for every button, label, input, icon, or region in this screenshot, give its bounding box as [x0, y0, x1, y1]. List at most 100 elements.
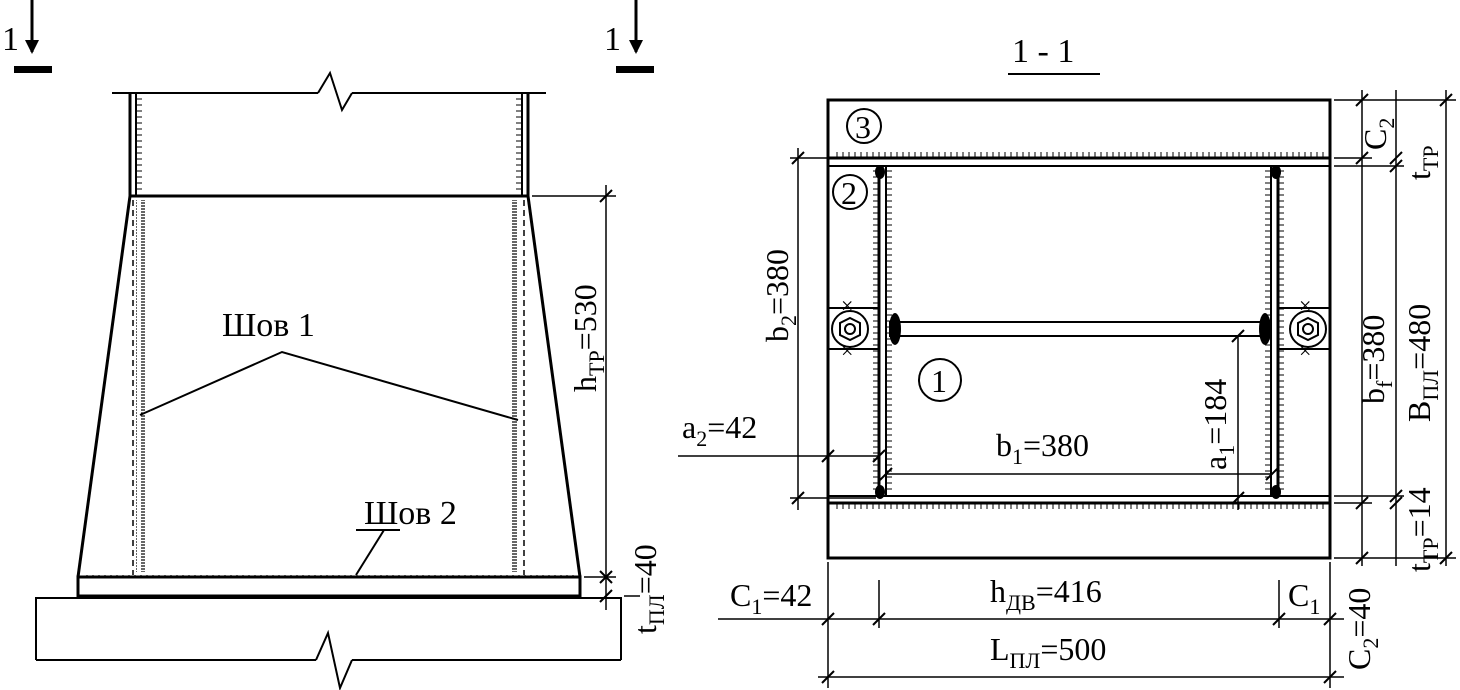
svg-text:bf=380: bf=380	[1355, 315, 1397, 404]
svg-text:C1=42: C1=42	[730, 577, 812, 619]
svg-text:tТР=14: tТР=14	[1401, 487, 1443, 572]
dim-b2: b2=380	[759, 148, 876, 510]
dim-bf-value: =380	[1355, 315, 1391, 381]
dim-L-pl-symbol: L	[990, 631, 1010, 667]
dim-L-pl-value: =500	[1040, 631, 1106, 667]
dim-h-tr: hТР=530	[532, 185, 616, 610]
dim-h-tr-symbol: h	[567, 376, 603, 392]
dim-c1-left-symbol: C	[730, 577, 751, 613]
dim-a1-value: =184	[1197, 379, 1233, 445]
section-mark-left-label: 1	[2, 21, 19, 58]
dim-a2-sub: 2	[696, 426, 707, 451]
elevation-view: 1	[2, 0, 669, 690]
svg-text:3: 3	[855, 109, 871, 145]
item-marker-3: 3	[846, 108, 882, 145]
dim-B-pl-value: =480	[1401, 304, 1437, 370]
dim-L-pl-sub: ПЛ	[1010, 648, 1041, 673]
dim-h-dv-symbol: h	[990, 573, 1006, 609]
dim-c1-left-value: =42	[762, 577, 812, 613]
dim-t-pl-value: =40	[627, 544, 663, 594]
dim-a1-sub: 1	[1214, 445, 1239, 456]
svg-text:LПЛ=500: LПЛ=500	[990, 631, 1106, 673]
svg-text:BПЛ=480: BПЛ=480	[1401, 304, 1443, 422]
dim-bottom-chain: C1=42 hДВ=416 C1 LПЛ=500	[718, 562, 1344, 688]
dim-c2-bot-value: =40	[1341, 588, 1377, 638]
dim-right-chain: C2 tТР bf=380 BПЛ=480 tТР=14 C2=40	[1334, 90, 1456, 670]
svg-text:×: ×	[841, 338, 853, 363]
dim-c2-bot-symbol: C	[1341, 649, 1377, 670]
dim-B-pl-sub: ПЛ	[1418, 370, 1443, 401]
svg-text:×: ×	[1299, 293, 1311, 318]
dim-c2-top-sub: 2	[1374, 118, 1399, 129]
dim-B-pl-symbol: B	[1401, 401, 1437, 422]
dim-t-tr-bot-value: =14	[1401, 487, 1437, 537]
dim-a1-symbol: a	[1197, 456, 1233, 470]
column-shaft	[112, 70, 546, 198]
dim-bf-symbol: b	[1355, 388, 1391, 404]
svg-text:C1: C1	[1288, 577, 1320, 619]
dim-c1-right-symbol: C	[1288, 577, 1309, 613]
dim-c1-left-sub: 1	[751, 594, 762, 619]
rib-plates	[828, 307, 1330, 350]
dim-b2-symbol: b	[759, 326, 795, 342]
traverse	[76, 195, 582, 579]
dim-b1-value: =380	[1023, 427, 1089, 463]
dim-a2-value: =42	[707, 409, 757, 445]
plan-section: 1 - 1	[678, 33, 1456, 688]
anchor-bolt-right: × ×	[1289, 293, 1327, 363]
svg-text:2: 2	[841, 175, 857, 211]
section-title: 1 - 1	[1012, 33, 1074, 70]
svg-text:tПЛ=40: tПЛ=40	[627, 544, 669, 634]
dim-t-tr-top-symbol: t	[1401, 171, 1437, 180]
svg-text:×: ×	[841, 293, 853, 318]
dim-t-pl-symbol: t	[627, 625, 663, 634]
dim-h-dv-value: =416	[1036, 573, 1102, 609]
weld1-leader: Шов 1	[139, 307, 519, 421]
dim-b1-symbol: b	[996, 427, 1012, 463]
weld2-label: Шов 2	[364, 495, 457, 532]
dim-a1: a1=184	[1197, 329, 1245, 510]
dim-a2: a2=42	[678, 409, 886, 463]
section-mark-right-label: 1	[604, 21, 621, 58]
svg-text:hДВ=416: hДВ=416	[990, 573, 1102, 615]
dim-c2-top-symbol: C	[1357, 129, 1393, 150]
svg-text:×: ×	[1299, 338, 1311, 363]
dim-t-pl: tПЛ=40	[599, 544, 669, 634]
dim-t-pl-sub: ПЛ	[644, 594, 669, 625]
dim-h-tr-sub: ТР	[584, 350, 609, 376]
dim-c1-right-sub: 1	[1309, 594, 1320, 619]
dim-h-tr-value: =530	[567, 284, 603, 350]
section-mark-right: 1	[604, 0, 654, 73]
dim-b1-sub: 1	[1012, 444, 1023, 469]
svg-text:a1=184: a1=184	[1197, 379, 1239, 470]
svg-text:C2: C2	[1357, 118, 1399, 150]
svg-text:C2=40: C2=40	[1341, 588, 1383, 670]
weld2-leader: Шов 2	[355, 495, 457, 576]
dim-b2-value: =380	[759, 249, 795, 315]
svg-text:b1=380: b1=380	[996, 427, 1089, 469]
svg-text:1: 1	[931, 363, 947, 399]
svg-text:a2=42: a2=42	[682, 409, 757, 451]
dim-c2-bot-sub: 2	[1358, 638, 1383, 649]
dim-b2-sub: 2	[776, 315, 801, 326]
dim-t-tr-bot-symbol: t	[1401, 563, 1437, 572]
dim-bf-sub: f	[1372, 380, 1397, 388]
svg-text:tТР: tТР	[1401, 145, 1443, 180]
item-marker-2: 2	[832, 174, 868, 211]
dim-a2-symbol: a	[682, 409, 696, 445]
svg-text:b2=380: b2=380	[759, 249, 801, 342]
anchor-bolt-left: × ×	[831, 293, 869, 363]
column-web	[889, 313, 1271, 345]
weld1-left	[136, 200, 145, 572]
dim-h-dv-sub: ДВ	[1006, 590, 1036, 615]
weld1-right	[512, 200, 521, 572]
traverse-plates	[828, 152, 1330, 509]
dim-t-tr-top-sub: ТР	[1418, 145, 1443, 171]
svg-text:hТР=530: hТР=530	[567, 284, 609, 392]
weld1-label: Шов 1	[222, 307, 315, 344]
dim-b1: b1=380	[879, 427, 1279, 481]
item-marker-1: 1	[918, 358, 962, 402]
base-plate	[76, 575, 582, 598]
foundation	[35, 597, 622, 690]
